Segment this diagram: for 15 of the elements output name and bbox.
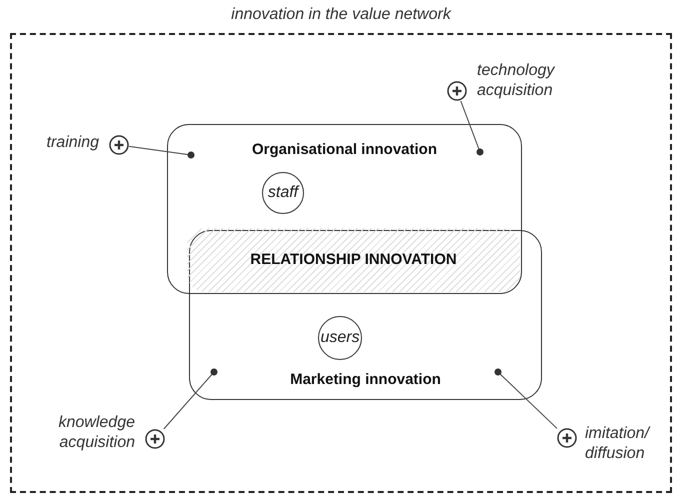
factor-label: knowledge acquisition — [58, 413, 135, 453]
box-heading: Marketing innovation — [289, 370, 442, 390]
factor-label: imitation/ diffusion — [585, 424, 652, 464]
factor-label: technology acquisition — [477, 61, 556, 101]
boundary-title: innovation in the value network — [230, 5, 452, 25]
band-label: RELATIONSHIP INNOVATION — [250, 250, 457, 270]
connector-line — [163, 368, 218, 430]
connector-line — [128, 146, 194, 158]
innovation-box — [167, 124, 522, 294]
overlap-band — [187, 228, 520, 292]
connector-line — [460, 100, 484, 156]
factor-label: training — [46, 133, 99, 153]
innovation-box — [189, 230, 542, 400]
box-heading: Organisational innovation — [250, 140, 438, 160]
connector-line — [494, 368, 558, 429]
